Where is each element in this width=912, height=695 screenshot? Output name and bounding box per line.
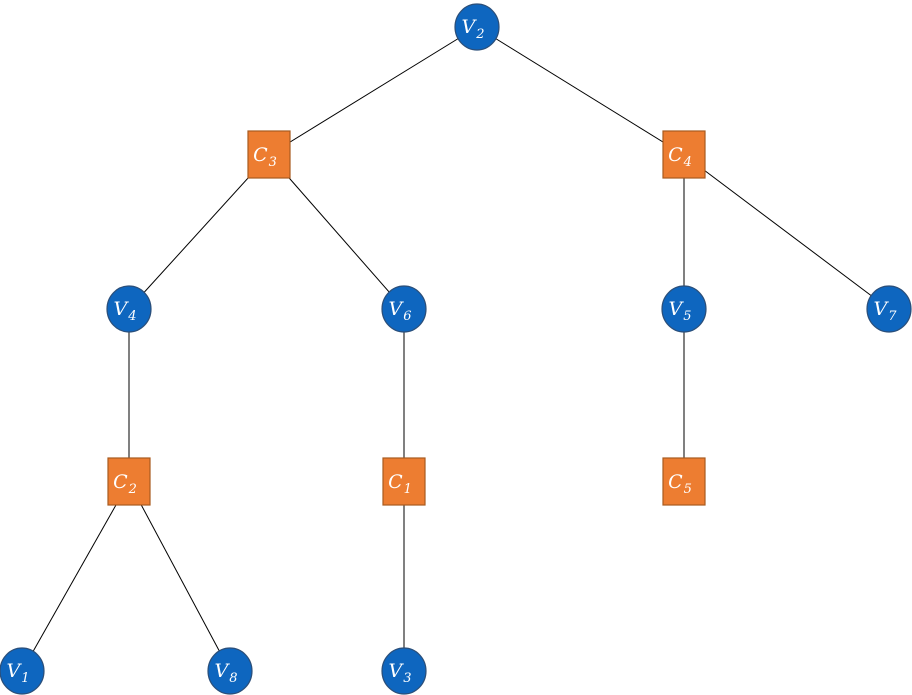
- node-label-subscript: 6: [403, 309, 411, 324]
- node-v8: V8: [207, 647, 253, 695]
- edge-c4-v7: [683, 154, 890, 310]
- node-label-subscript: 5: [684, 482, 692, 497]
- node-label-subscript: 8: [229, 671, 237, 686]
- edge-c3-v4: [128, 154, 270, 310]
- node-label-letter: V: [873, 298, 889, 320]
- node-label-subscript: 3: [403, 671, 411, 686]
- node-label-letter: V: [388, 660, 404, 682]
- node-label: C5: [668, 471, 692, 497]
- node-v1: V1: [0, 647, 45, 695]
- clause-node-square: [247, 130, 291, 179]
- node-label: V7: [873, 298, 897, 324]
- edge-c2-v8: [128, 481, 231, 672]
- node-label: V8: [214, 660, 237, 686]
- variable-node-circle: [661, 285, 707, 333]
- node-label-subscript: 1: [404, 482, 412, 497]
- node-c5: C5: [662, 457, 706, 506]
- node-v4: V4: [106, 285, 152, 333]
- variable-node-circle: [866, 285, 912, 333]
- node-label: C3: [253, 144, 277, 170]
- node-label: V4: [113, 298, 136, 324]
- clause-node-square: [662, 457, 706, 506]
- variable-node-circle: [0, 647, 45, 695]
- node-label: C4: [668, 144, 692, 170]
- node-label-letter: V: [668, 298, 684, 320]
- clause-node-square: [107, 457, 151, 506]
- node-label: V6: [388, 298, 411, 324]
- node-label-subscript: 5: [683, 309, 691, 324]
- node-label-subscript: 4: [127, 309, 136, 324]
- node-v5: V5: [661, 285, 707, 333]
- node-label: V3: [388, 660, 411, 686]
- node-v3: V3: [381, 647, 427, 695]
- node-label-subscript: 1: [21, 671, 29, 686]
- node-c1: C1: [382, 457, 426, 506]
- node-label-subscript: 2: [475, 27, 484, 42]
- node-label: V1: [6, 660, 29, 686]
- node-label: V2: [461, 16, 484, 42]
- edge-v2-c3: [268, 26, 478, 156]
- edges-layer: [21, 26, 890, 672]
- variable-node-circle: [381, 647, 427, 695]
- variable-node-circle: [454, 3, 500, 51]
- node-v6: V6: [381, 285, 427, 333]
- node-label-letter: C: [668, 144, 683, 166]
- node-label-letter: C: [668, 471, 683, 493]
- node-label-letter: V: [214, 660, 230, 682]
- variable-node-circle: [207, 647, 253, 695]
- node-label-letter: C: [253, 144, 268, 166]
- variable-node-circle: [381, 285, 427, 333]
- node-label-letter: C: [388, 471, 403, 493]
- node-label: C2: [113, 471, 137, 497]
- node-label-letter: V: [6, 660, 22, 682]
- node-label-letter: C: [113, 471, 128, 493]
- node-label: V5: [668, 298, 691, 324]
- node-c4: C4: [662, 130, 706, 179]
- node-label-letter: V: [388, 298, 404, 320]
- variable-node-circle: [106, 285, 152, 333]
- node-label-subscript: 2: [128, 482, 137, 497]
- node-c3: C3: [247, 130, 291, 179]
- node-label-subscript: 7: [888, 309, 897, 324]
- edge-c2-v1: [21, 481, 130, 672]
- node-label: C1: [388, 471, 412, 497]
- node-v7: V7: [866, 285, 912, 333]
- edge-v2-c4: [476, 26, 685, 156]
- node-label-subscript: 3: [269, 155, 277, 170]
- clause-node-square: [662, 130, 706, 179]
- clause-node-square: [382, 457, 426, 506]
- node-c2: C2: [107, 457, 151, 506]
- node-label-subscript: 4: [683, 155, 692, 170]
- node-label-letter: V: [461, 16, 477, 38]
- node-v2: V2: [454, 3, 500, 51]
- edge-c3-v6: [268, 154, 405, 310]
- node-label-letter: V: [113, 298, 129, 320]
